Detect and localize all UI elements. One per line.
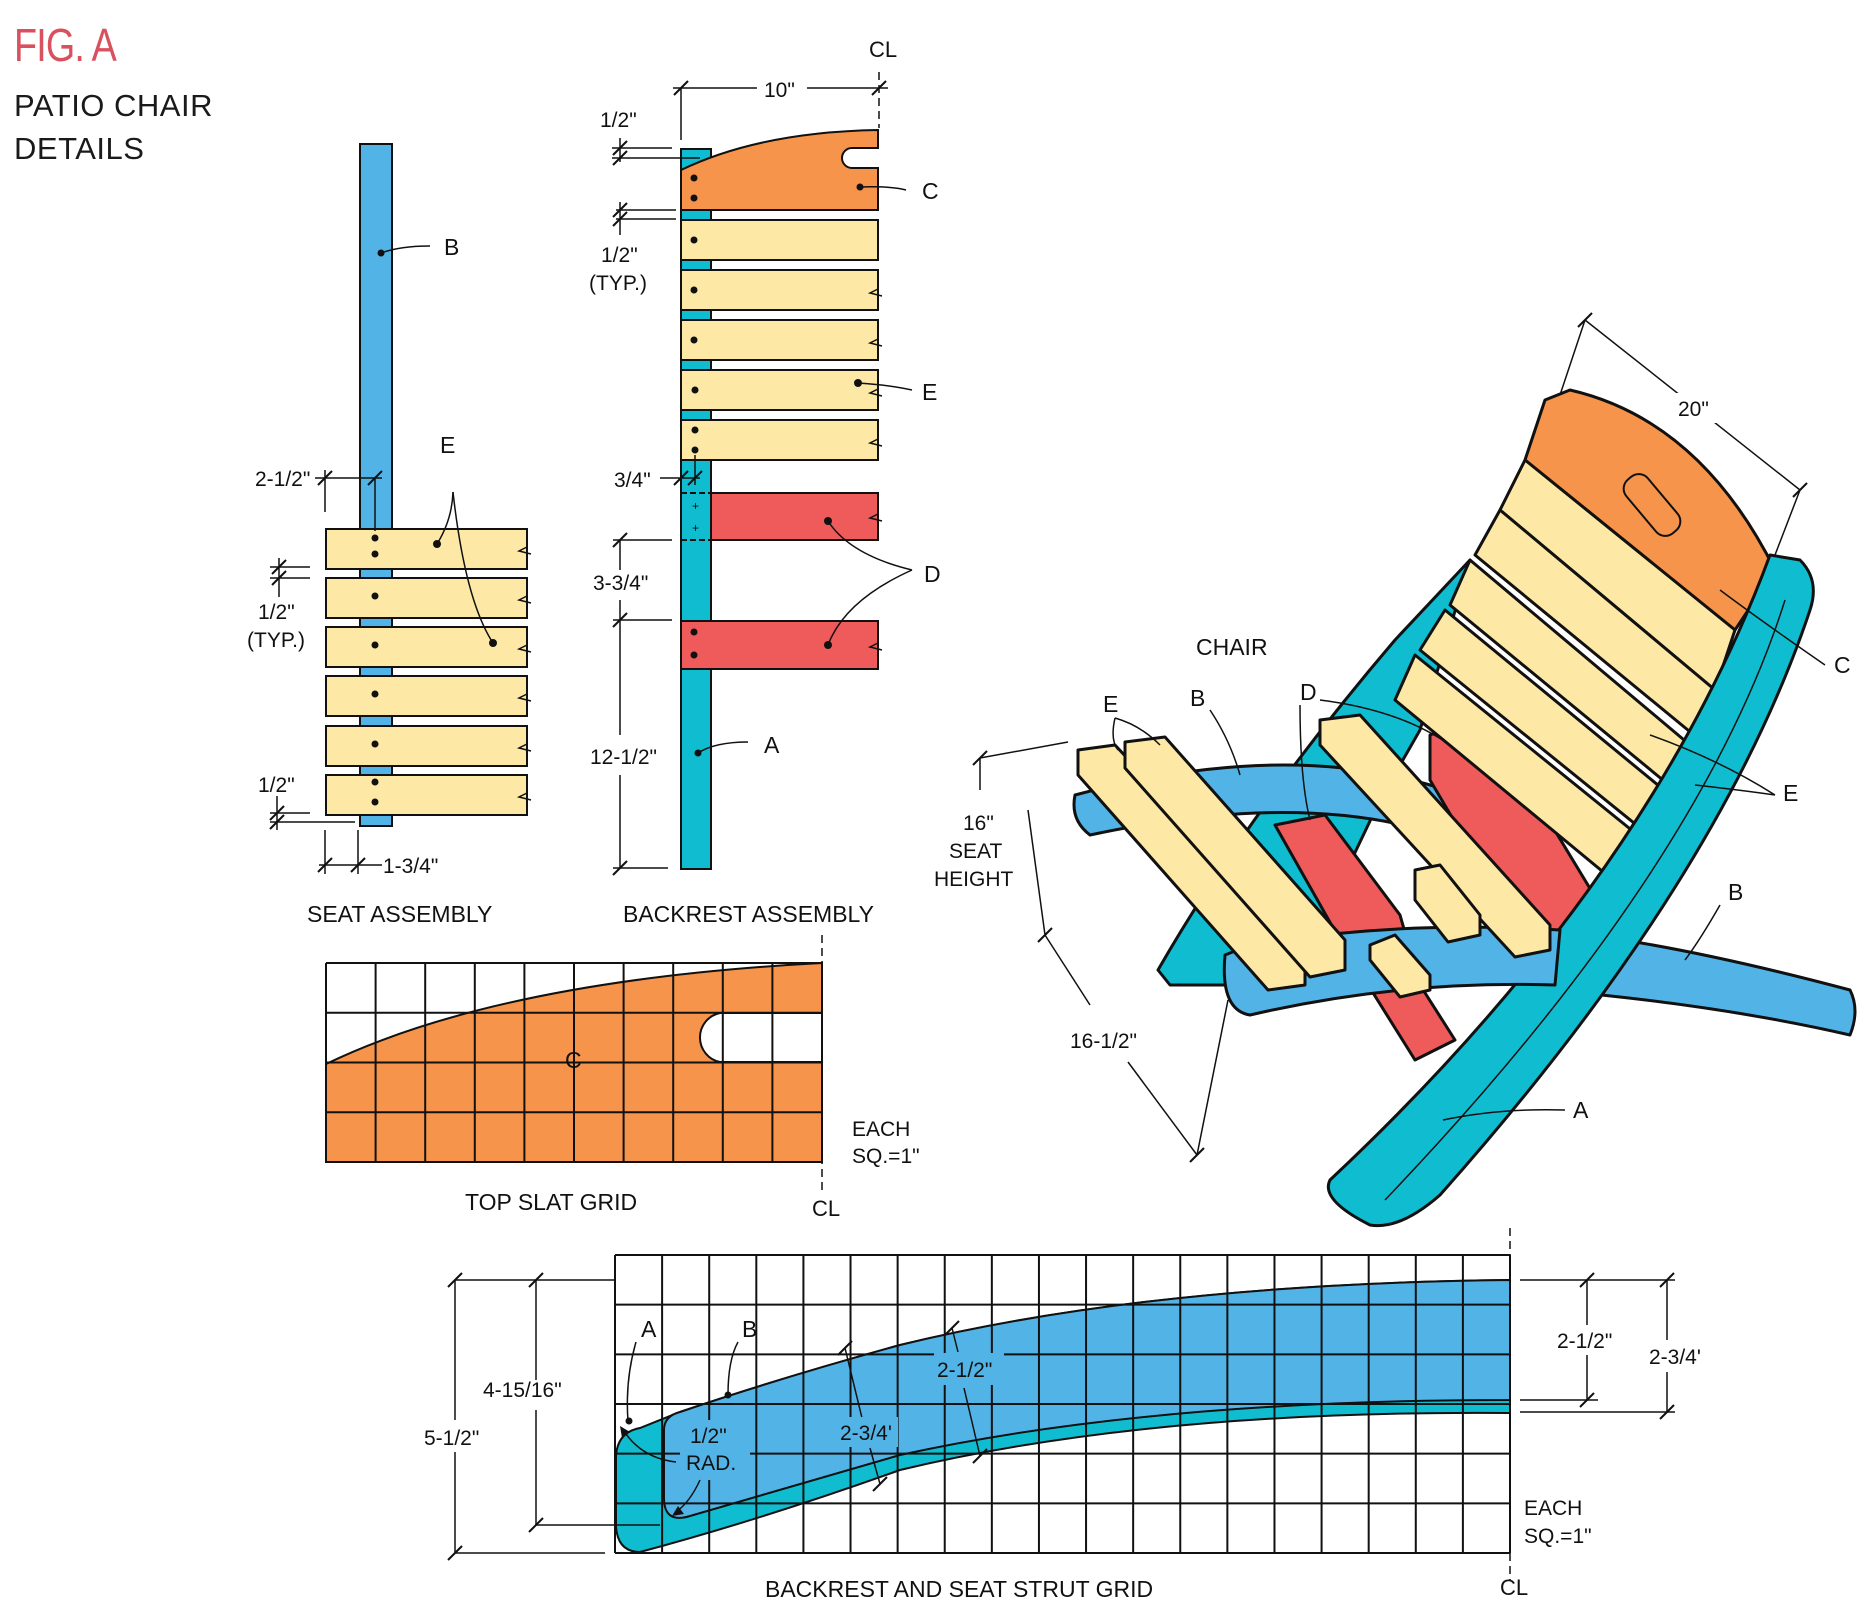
top-slat-grid-lines bbox=[325, 962, 823, 1163]
backrest-label-d: D bbox=[924, 561, 941, 587]
backrest-dim-bottom: 12-1/2" bbox=[590, 746, 657, 769]
backrest-label-c: C bbox=[922, 178, 939, 204]
top-slat-grid-caption: TOP SLAT GRID bbox=[465, 1189, 637, 1215]
backrest-slat-e bbox=[680, 219, 879, 261]
chair-perspective: CHAIR E B D C E B A bbox=[934, 312, 1857, 1228]
strut-grid-caption: BACKREST AND SEAT STRUT GRID bbox=[765, 1576, 1153, 1602]
backrest-slat-e bbox=[680, 319, 883, 361]
seat-slat-e bbox=[325, 577, 532, 619]
backrest-dim-gap-note: (TYP.) bbox=[589, 272, 647, 295]
backrest-slat-e bbox=[680, 419, 883, 461]
svg-text:+: + bbox=[692, 499, 699, 513]
seat-assembly: B E 2-1/2" 1/2" (TYP.) 1/2" 1-3/4" SEAT … bbox=[247, 143, 532, 927]
chair-caption: CHAIR bbox=[1196, 634, 1268, 660]
strut-radius-line1: 1/2" bbox=[690, 1425, 727, 1448]
seat-dim-gap: 1/2" bbox=[258, 601, 295, 624]
figure-title: FIG. A bbox=[14, 19, 117, 71]
seat-dim-end-gap: 1/2" bbox=[258, 774, 295, 797]
backrest-d-slats: ++ bbox=[680, 492, 883, 670]
backrest-slat-e bbox=[680, 269, 883, 311]
chair-dim-seat-height-line2: SEAT bbox=[949, 840, 1002, 863]
backrest-slat-d bbox=[680, 620, 883, 670]
seat-dim-gap-note: (TYP.) bbox=[247, 629, 305, 652]
strut-dim-right-a: 2-3/4' bbox=[1649, 1346, 1701, 1369]
backrest-dim-half-width: 10" bbox=[764, 79, 795, 102]
chair-dim-width: 20" bbox=[1678, 398, 1709, 421]
seat-label-b: B bbox=[444, 234, 459, 260]
chair-label-b-right: B bbox=[1728, 879, 1743, 905]
strut-scale-line1: EACH bbox=[1524, 1497, 1582, 1520]
seat-slat-e bbox=[325, 626, 532, 668]
seat-strut-b bbox=[359, 143, 393, 827]
seat-slats bbox=[325, 528, 532, 816]
seat-label-e: E bbox=[440, 432, 455, 458]
seat-slat-e bbox=[325, 725, 532, 767]
chair-dim-seat-depth: 16-1/2" bbox=[1070, 1030, 1137, 1053]
chair-dim-seat-height-line1: 16" bbox=[963, 812, 994, 835]
backrest-dim-top-offset: 1/2" bbox=[600, 109, 637, 132]
strut-dim-right-b: 2-1/2" bbox=[1557, 1330, 1612, 1353]
backrest-slat-e bbox=[680, 369, 883, 411]
top-slat-grid: C CL EACH SQ.=1" TOP SLAT GRID bbox=[325, 935, 920, 1221]
backrest-dim-d-spacing: 3-3/4" bbox=[593, 572, 648, 595]
strut-dim-width-a: 2-3/4' bbox=[840, 1422, 892, 1445]
seat-slat-e bbox=[325, 774, 532, 816]
chair-label-e-left: E bbox=[1103, 691, 1118, 717]
backrest-label-a: A bbox=[764, 732, 780, 758]
backrest-centerline-symbol: CL bbox=[869, 37, 897, 62]
strut-radius-line2: RAD. bbox=[686, 1452, 736, 1475]
top-slat-centerline-symbol: CL bbox=[812, 1196, 840, 1221]
chair-label-a: A bbox=[1573, 1097, 1589, 1123]
strut-dim-width-b: 2-1/2" bbox=[937, 1359, 992, 1382]
strut-label-b: B bbox=[742, 1316, 757, 1342]
strut-scale-line2: SQ.=1" bbox=[1524, 1525, 1592, 1548]
backrest-dim-d-offset: 3/4" bbox=[614, 469, 651, 492]
backrest-e-slats bbox=[680, 219, 883, 461]
backrest-dim-gap: 1/2" bbox=[601, 244, 638, 267]
top-slat-label-c: C bbox=[565, 1047, 582, 1073]
top-slat-scale-line1: EACH bbox=[852, 1118, 910, 1141]
chair-label-b-top: B bbox=[1190, 685, 1205, 711]
seat-slat-e bbox=[325, 528, 532, 570]
strut-grid: 5-1/2" 4-15/16" A B 1/2" RAD. 2-3/4' 2-1… bbox=[424, 1228, 1701, 1602]
strut-grid-lines bbox=[614, 1254, 1511, 1554]
chair-dim-seat-height-line3: HEIGHT bbox=[934, 868, 1014, 891]
backrest-label-e: E bbox=[922, 379, 937, 405]
seat-dim-offset: 2-1/2" bbox=[255, 468, 310, 491]
seat-assembly-caption: SEAT ASSEMBLY bbox=[307, 901, 492, 927]
chair-label-c: C bbox=[1834, 652, 1851, 678]
figure-subtitle-line2: DETAILS bbox=[14, 131, 145, 166]
figure-subtitle-line1: PATIO CHAIR bbox=[14, 88, 213, 123]
backrest-assembly: C E ++ bbox=[589, 37, 941, 927]
backrest-assembly-caption: BACKREST ASSEMBLY bbox=[623, 901, 874, 927]
seat-dim-width: 1-3/4" bbox=[383, 855, 438, 878]
strut-dim-inner: 4-15/16" bbox=[483, 1379, 562, 1402]
top-slat-scale-line2: SQ.=1" bbox=[852, 1145, 920, 1168]
strut-label-a: A bbox=[641, 1316, 657, 1342]
backrest-top-slat-c bbox=[680, 128, 879, 211]
backrest-slat-d: ++ bbox=[681, 492, 883, 541]
chair-label-d: D bbox=[1300, 679, 1317, 705]
strut-dim-overall: 5-1/2" bbox=[424, 1427, 479, 1450]
strut-centerline-symbol: CL bbox=[1500, 1575, 1528, 1600]
seat-slat-e bbox=[325, 675, 532, 717]
svg-text:+: + bbox=[692, 521, 699, 535]
chair-label-e-right: E bbox=[1783, 780, 1798, 806]
